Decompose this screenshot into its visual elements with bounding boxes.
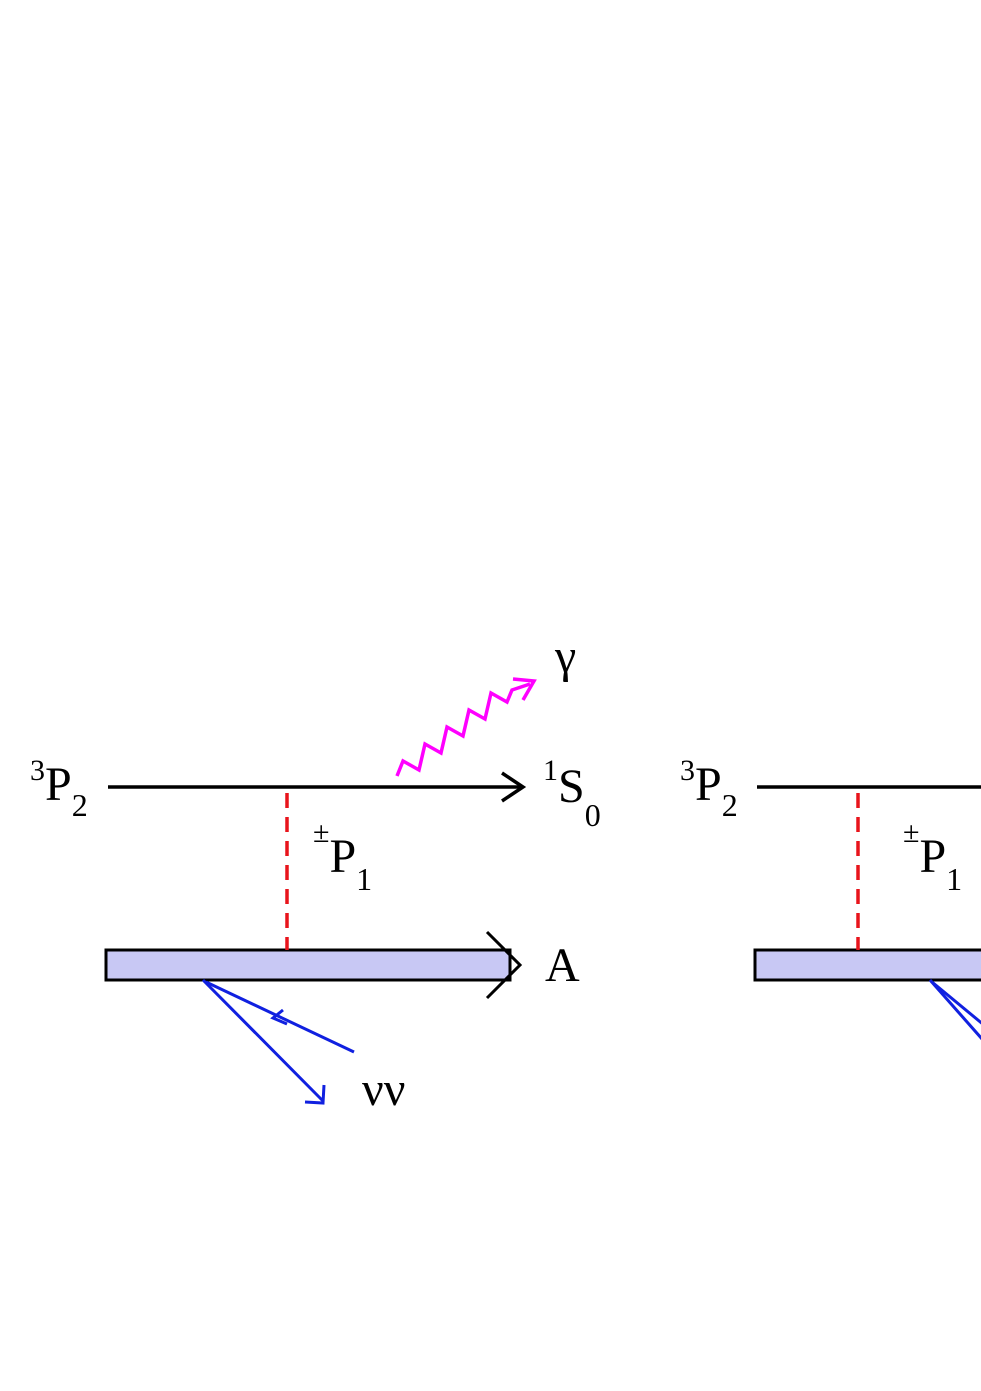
exchange-label-left: ±P1 bbox=[313, 816, 372, 897]
initial-state-sup: 3 bbox=[30, 754, 45, 787]
nucleus-arrowhead bbox=[485, 930, 523, 1000]
exchange-sub-right: 1 bbox=[946, 861, 962, 897]
photon-arrowhead bbox=[512, 677, 537, 701]
exchange-base-right: P bbox=[919, 830, 946, 883]
final-state-sub: 0 bbox=[585, 797, 601, 833]
neutrino-line-right-a bbox=[928, 979, 981, 1041]
initial-state-sup-right: 3 bbox=[680, 754, 695, 787]
neutrino-pair-arrows-icon bbox=[201, 978, 355, 1105]
nucleus-bar bbox=[104, 948, 512, 982]
initial-state-sub-right: 2 bbox=[722, 787, 738, 823]
neutrino-line-right-b bbox=[931, 980, 981, 1025]
neutrino-out-line bbox=[201, 978, 325, 1103]
final-state-label: 1S0 bbox=[543, 754, 601, 833]
wavy-photon-arrow-icon bbox=[395, 677, 537, 777]
exchange-label-right: ±P1 bbox=[903, 816, 962, 897]
nucleus-bar-right bbox=[753, 948, 981, 982]
initial-state-base: P bbox=[45, 758, 72, 811]
exchange-sub: 1 bbox=[356, 861, 372, 897]
neutrino-out-arrowhead bbox=[304, 1084, 326, 1105]
exchange-base: P bbox=[329, 830, 356, 883]
exchange-sup: ± bbox=[313, 816, 329, 849]
initial-state-sub: 2 bbox=[72, 787, 88, 823]
initial-state-label-left: 3P2 bbox=[30, 754, 88, 823]
photon-wave bbox=[395, 682, 531, 777]
neutrino-pair-label: νν bbox=[362, 1063, 405, 1116]
exchange-sup-right: ± bbox=[903, 816, 919, 849]
initial-state-label-right: 3P2 bbox=[680, 754, 738, 823]
nucleus-label: A bbox=[545, 939, 580, 992]
neutrino-pair-arrows-icon-right bbox=[928, 979, 981, 1041]
neutrino-in-arrowhead bbox=[270, 1008, 288, 1026]
photon-label: γ bbox=[554, 630, 576, 683]
neutrino-in-line bbox=[205, 980, 355, 1054]
initial-state-base-right: P bbox=[695, 758, 722, 811]
diagram-left: 3P2 1S0 ±P1 A γ νν bbox=[30, 630, 601, 1116]
final-state-sup: 1 bbox=[543, 754, 558, 787]
final-state-base: S bbox=[558, 760, 585, 813]
diagram-right: 3P2 ±P1 bbox=[680, 754, 981, 1041]
atomic-line-arrowhead bbox=[501, 771, 527, 803]
